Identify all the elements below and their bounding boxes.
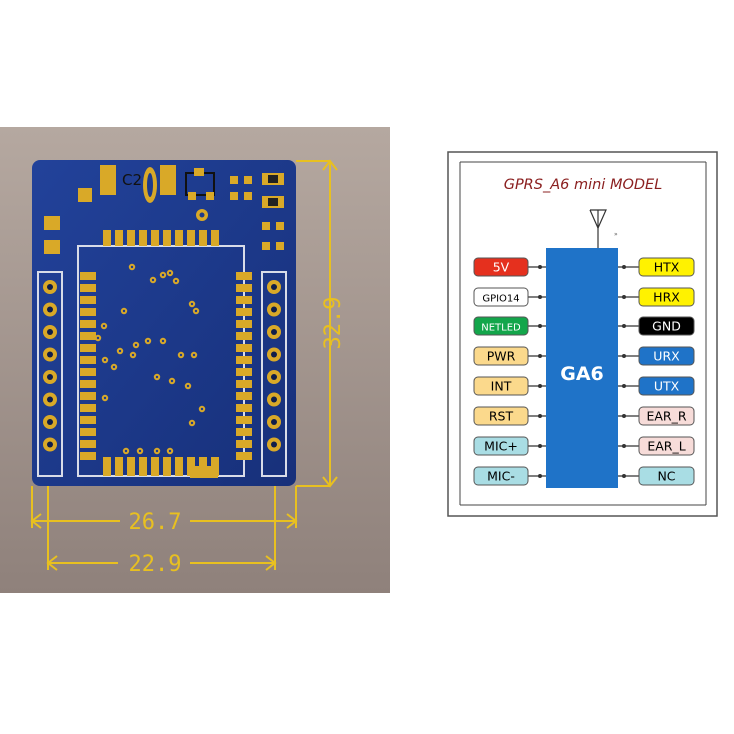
pin-right-urx	[638, 346, 695, 366]
pin-right-utx	[638, 376, 695, 396]
ga6-chip	[546, 248, 618, 488]
pin-right-gnd	[638, 316, 695, 336]
antenna-icon	[589, 209, 607, 248]
right-header-outline	[261, 271, 287, 477]
pin-right-htx	[638, 257, 695, 277]
pcb-photo: C2 32.9 26.7 22.9	[0, 127, 390, 593]
pin-left-pwr	[473, 346, 529, 366]
pin-label: MIC+	[484, 439, 518, 454]
pin-right-nc	[638, 466, 695, 486]
silkscreen-label: C2	[122, 171, 142, 189]
pin-label: HTX	[654, 260, 680, 275]
header-holes	[43, 280, 281, 452]
module-pads	[80, 230, 252, 478]
pin-label: RST	[489, 409, 514, 424]
pin-label: EAR_R	[646, 409, 686, 424]
pin-left-gpio14	[473, 287, 529, 307]
pin-right-hrx	[638, 287, 695, 307]
pin-label: MIC-	[487, 469, 515, 484]
pin-label: URX	[653, 349, 680, 364]
pin-left-rst	[473, 406, 529, 426]
inner-width-dimension-label: 22.9	[129, 552, 182, 577]
antenna-label: »	[614, 231, 618, 238]
pin-left-mic-	[473, 436, 529, 456]
pin-left-int	[473, 376, 529, 396]
pin-label: GND	[652, 319, 681, 334]
pin-left-mic-	[473, 466, 529, 486]
pin-label: 5V	[493, 260, 510, 275]
vias	[94, 263, 206, 455]
pin-label: EAR_L	[647, 439, 685, 454]
pin-left-netled	[473, 316, 529, 336]
outer-width-dimension-label: 26.7	[129, 510, 182, 535]
pin-right-ear-l	[638, 436, 695, 456]
pin-right-ear-r	[638, 406, 695, 426]
pin-label: NC	[657, 469, 675, 484]
pin-label: NETLED	[481, 323, 521, 334]
pin-label: INT	[491, 379, 512, 394]
height-dimension-label: 32.9	[321, 297, 346, 350]
pin-label: PWR	[487, 349, 516, 364]
pin-label: HRX	[653, 290, 680, 305]
top-components	[44, 165, 284, 254]
chip-label: GA6	[560, 363, 604, 385]
pin-label: GPIO14	[482, 294, 519, 305]
pin-left-5v	[473, 257, 529, 277]
pinout-title: GPRS_A6 mini MODEL	[504, 177, 663, 193]
pcb-board	[32, 160, 296, 486]
left-header-outline	[37, 271, 63, 477]
dimension-lines	[30, 159, 338, 571]
pin-label: UTX	[654, 379, 680, 394]
